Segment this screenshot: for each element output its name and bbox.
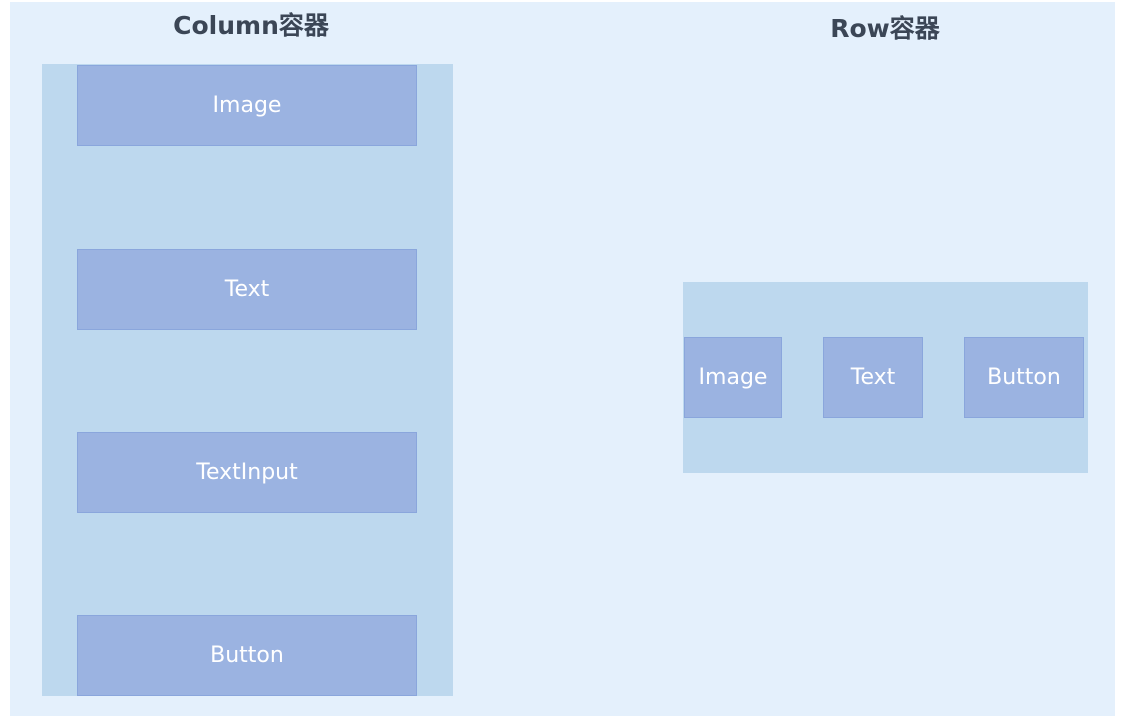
column-child-text: Text xyxy=(77,249,417,330)
column-container-title: Column容器 xyxy=(173,11,329,40)
column-container: Image Text TextInput Button xyxy=(42,64,453,696)
column-child-image: Image xyxy=(77,65,417,146)
row-container-title: Row容器 xyxy=(830,14,940,43)
diagram-canvas: Column容器 Row容器 Image Text TextInput Butt… xyxy=(10,2,1115,716)
column-child-textinput: TextInput xyxy=(77,432,417,513)
row-child-button: Button xyxy=(964,337,1084,418)
row-child-image: Image xyxy=(684,337,782,418)
column-child-button: Button xyxy=(77,615,417,696)
row-container: Image Text Button xyxy=(683,282,1088,473)
row-child-text: Text xyxy=(823,337,923,418)
